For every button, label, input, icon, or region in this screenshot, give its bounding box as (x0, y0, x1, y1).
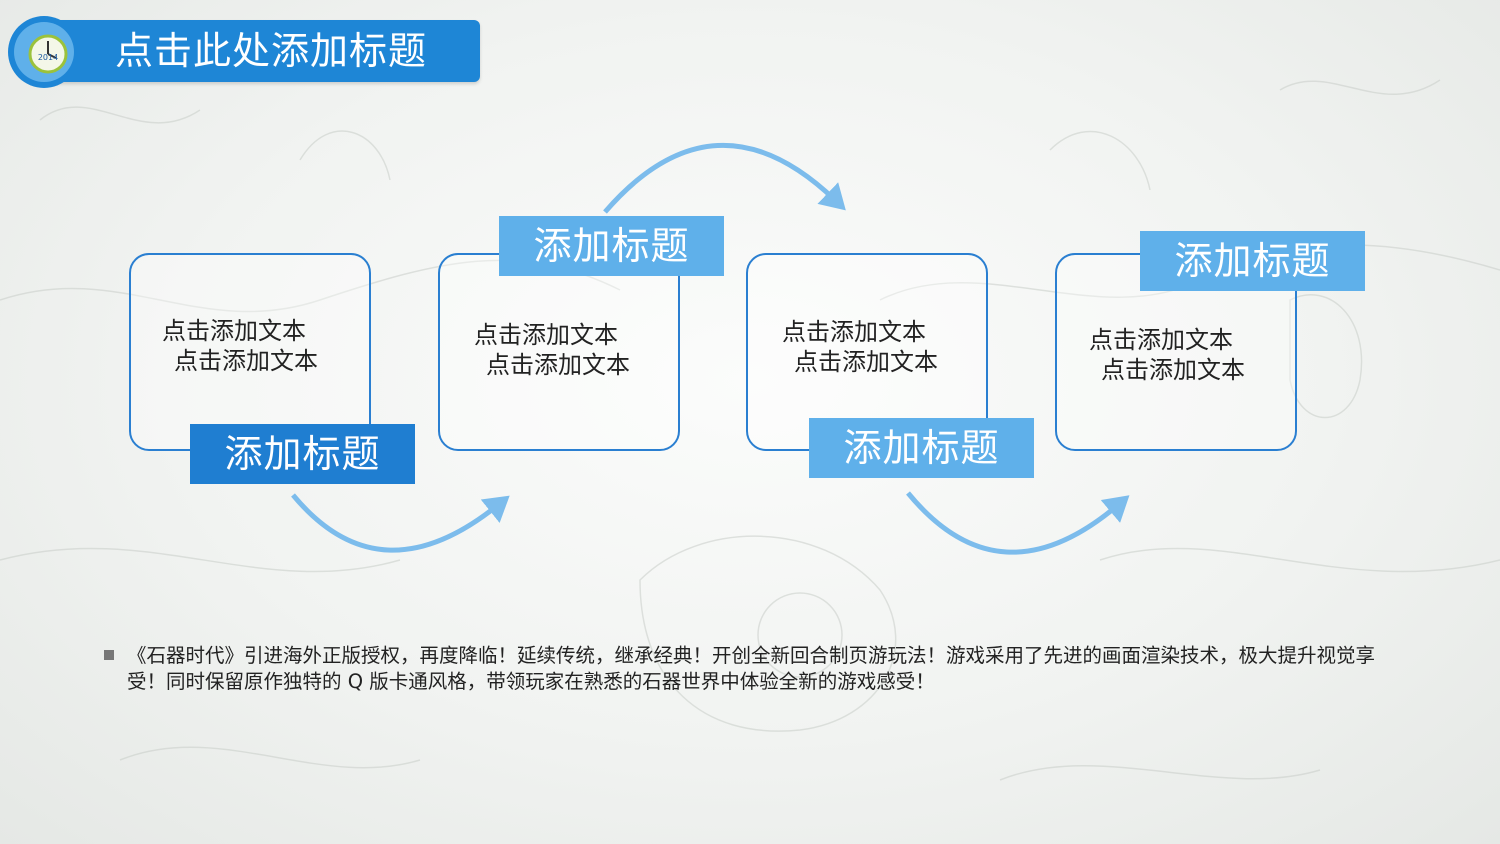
description-text[interactable]: 《石器时代》引进海外正版授权，再度降临！延续传统，继承经典！开创全新回合制页游玩… (127, 644, 1376, 693)
arrow-3-to-4 (906, 491, 1130, 555)
step-4-text-line-1[interactable]: 点击添加文本 (1089, 326, 1233, 354)
logo-year: 2014 (38, 53, 58, 62)
arrow-2-to-3 (603, 143, 846, 214)
step-box-1 (129, 253, 371, 451)
step-2-title[interactable]: 添加标题 (499, 216, 724, 276)
step-3-title[interactable]: 添加标题 (809, 418, 1034, 478)
step-2-text-line-2[interactable]: 点击添加文本 (486, 351, 630, 379)
clock-logo-icon: 2014 (8, 16, 80, 88)
step-4-text-line-2[interactable]: 点击添加文本 (1101, 356, 1245, 384)
step-4-title[interactable]: 添加标题 (1140, 231, 1365, 291)
step-1-text-line-2[interactable]: 点击添加文本 (174, 347, 318, 375)
page-title[interactable]: 点击此处添加标题 (115, 29, 428, 73)
step-1-text-line-1[interactable]: 点击添加文本 (162, 317, 306, 345)
step-box-2 (438, 253, 680, 451)
arrow-1-to-2 (291, 493, 510, 553)
step-3-text-line-1[interactable]: 点击添加文本 (782, 318, 926, 346)
step-1-title[interactable]: 添加标题 (190, 424, 415, 484)
step-2-text-line-1[interactable]: 点击添加文本 (474, 321, 618, 349)
step-3-text-line-2[interactable]: 点击添加文本 (794, 348, 938, 376)
title-bar (40, 20, 480, 82)
bullet-square-icon (104, 650, 114, 660)
